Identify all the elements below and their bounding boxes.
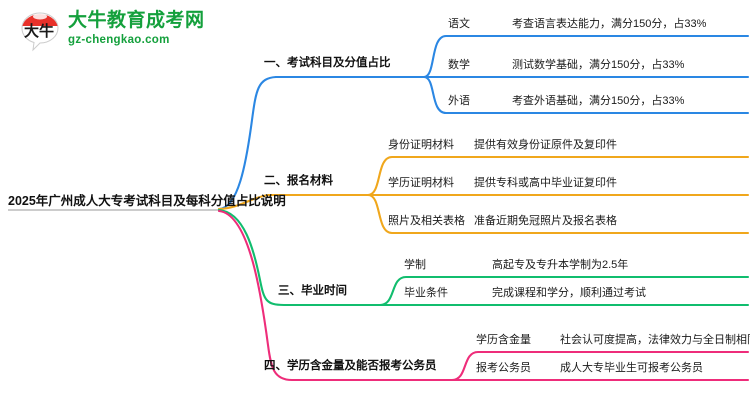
mindmap-root-node[interactable]: 2025年广州成人大专考试科目及每科分值占比说明 bbox=[8, 194, 286, 208]
leaf-value-2-1[interactable]: 提供有效身份证原件及复印件 bbox=[474, 139, 617, 151]
branch-node-1[interactable]: 一、考试科目及分值占比 bbox=[264, 57, 391, 69]
leaf-key-1-1[interactable]: 语文 bbox=[448, 18, 470, 30]
leaf-key-4-1[interactable]: 学历含金量 bbox=[476, 334, 531, 346]
branch-node-4[interactable]: 四、学历含金量及能否报考公务员 bbox=[264, 360, 437, 372]
leaf-key-1-3[interactable]: 外语 bbox=[448, 95, 470, 107]
leaf-key-2-1[interactable]: 身份证明材料 bbox=[388, 139, 454, 151]
leaf-value-4-2[interactable]: 成人大专毕业生可报考公务员 bbox=[560, 362, 703, 374]
leaf-key-3-1[interactable]: 学制 bbox=[404, 259, 426, 271]
leaf-value-2-3[interactable]: 准备近期免冠照片及报名表格 bbox=[474, 215, 617, 227]
leaf-value-2-2[interactable]: 提供专科或高中毕业证复印件 bbox=[474, 177, 617, 189]
leaf-value-3-2[interactable]: 完成课程和学分，顺利通过考试 bbox=[492, 287, 646, 299]
daniu-logo-icon: 大牛 bbox=[18, 10, 62, 52]
leaf-value-1-3[interactable]: 考查外语基础，满分150分，占33% bbox=[512, 95, 685, 107]
site-logo: 大牛 大牛教育成考网 gz-chengkao.com bbox=[18, 8, 218, 54]
leaf-value-4-1[interactable]: 社会认可度提高，法律效力与全日制相同 bbox=[560, 334, 750, 346]
svg-text:大牛: 大牛 bbox=[24, 22, 54, 40]
leaf-key-2-3[interactable]: 照片及相关表格 bbox=[388, 215, 465, 227]
logo-subtitle: gz-chengkao.com bbox=[68, 34, 170, 46]
leaf-key-2-2[interactable]: 学历证明材料 bbox=[388, 177, 454, 189]
leaf-key-3-2[interactable]: 毕业条件 bbox=[404, 287, 448, 299]
leaf-key-1-2[interactable]: 数学 bbox=[448, 59, 470, 71]
leaf-value-3-1[interactable]: 高起专及专升本学制为2.5年 bbox=[492, 259, 629, 271]
leaf-key-4-2[interactable]: 报考公务员 bbox=[476, 362, 531, 374]
leaf-value-1-1[interactable]: 考查语言表达能力，满分150分，占33% bbox=[512, 18, 707, 30]
leaf-value-1-2[interactable]: 测试数学基础，满分150分，占33% bbox=[512, 59, 685, 71]
branch-node-3[interactable]: 三、毕业时间 bbox=[278, 285, 347, 297]
logo-title: 大牛教育成考网 bbox=[68, 10, 205, 31]
branch-node-2[interactable]: 二、报名材料 bbox=[264, 175, 333, 187]
